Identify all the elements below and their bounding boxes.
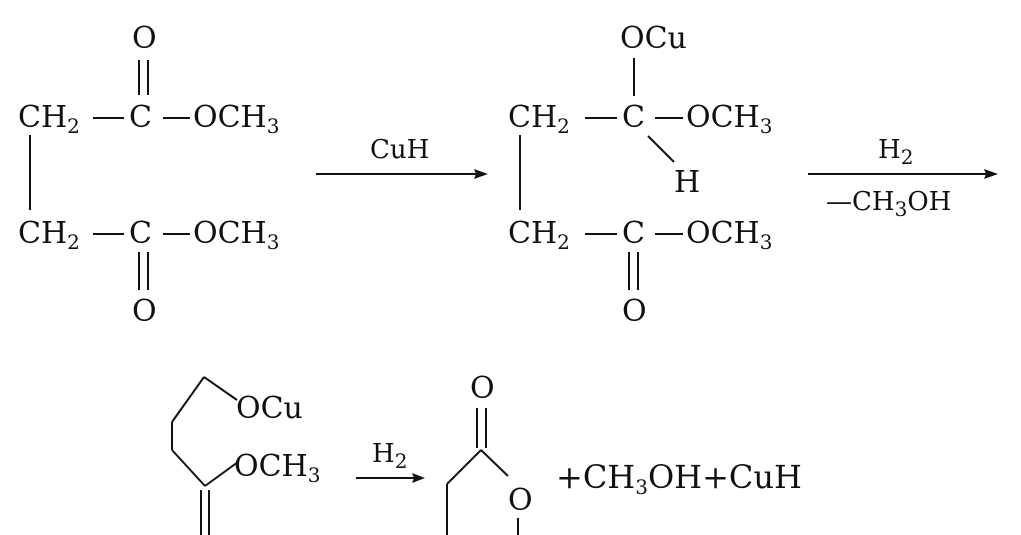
molecule-dimethyl-succinate: O CH2 C OCH3 CH2 C OCH3 O bbox=[18, 21, 279, 329]
lactone-ring-oxygen: O bbox=[508, 483, 533, 518]
reaction-arrow-2: H2 —CH3OH bbox=[808, 135, 998, 221]
arrow-head-3 bbox=[412, 473, 425, 483]
ring-bond-left bbox=[446, 449, 482, 485]
carbonyl-oxygen-bottom-2: O bbox=[622, 294, 647, 329]
hydrogen: H bbox=[674, 165, 700, 200]
carbonyl-oxygen-bottom: O bbox=[132, 294, 157, 329]
reagent-cuh: CuH bbox=[370, 135, 429, 165]
byproducts-text: +CH3OH+CuH bbox=[556, 458, 802, 499]
ocu-group: OCu bbox=[236, 391, 303, 426]
product-lactone: O O bbox=[446, 371, 533, 535]
ring-bond-right bbox=[480, 449, 509, 477]
molecule-copper-intermediate: OCu CH2 C OCH3 H CH2 C OCH3 O bbox=[508, 21, 772, 329]
ch2-upper: CH2 bbox=[18, 100, 80, 138]
carbon-upper-2: C bbox=[622, 100, 645, 135]
bond-c-h bbox=[647, 135, 675, 163]
carbon-lower-2: C bbox=[622, 216, 645, 251]
reagent-h2-2: H2 bbox=[372, 439, 407, 473]
byproducts: +CH3OH+CuH bbox=[556, 458, 802, 499]
och3-upper: OCH3 bbox=[193, 100, 279, 138]
reagent-minus-ch3oh: —CH3OH bbox=[826, 187, 951, 221]
chain-bond-4 bbox=[171, 449, 206, 487]
ocu-group-top: OCu bbox=[620, 21, 687, 56]
och3-lower-2: OCH3 bbox=[686, 216, 772, 254]
och3-lower: OCH3 bbox=[193, 216, 279, 254]
chain-bond-1 bbox=[203, 376, 238, 401]
reaction-arrow-1: CuH bbox=[316, 135, 488, 179]
ch2-upper-2: CH2 bbox=[508, 100, 570, 138]
ch2-lower-2: CH2 bbox=[508, 216, 570, 254]
carbon-lower: C bbox=[129, 216, 152, 251]
arrow-head-1 bbox=[474, 169, 488, 179]
reaction-arrow-3: H2 bbox=[356, 439, 425, 483]
molecule-copper-alkoxide: OCu OCH3 bbox=[171, 376, 320, 535]
carbonyl-oxygen-top: O bbox=[132, 21, 157, 56]
lactone-carbonyl-oxygen: O bbox=[470, 371, 495, 406]
carbon-upper: C bbox=[129, 100, 152, 135]
arrow-head-2 bbox=[984, 169, 998, 179]
och3-upper-2: OCH3 bbox=[686, 100, 772, 138]
och3-group: OCH3 bbox=[234, 449, 320, 487]
bond-carbonyl-och3 bbox=[204, 461, 239, 487]
reagent-h2: H2 bbox=[878, 135, 913, 169]
chain-bond-2 bbox=[171, 376, 205, 423]
ch2-lower: CH2 bbox=[18, 216, 80, 254]
